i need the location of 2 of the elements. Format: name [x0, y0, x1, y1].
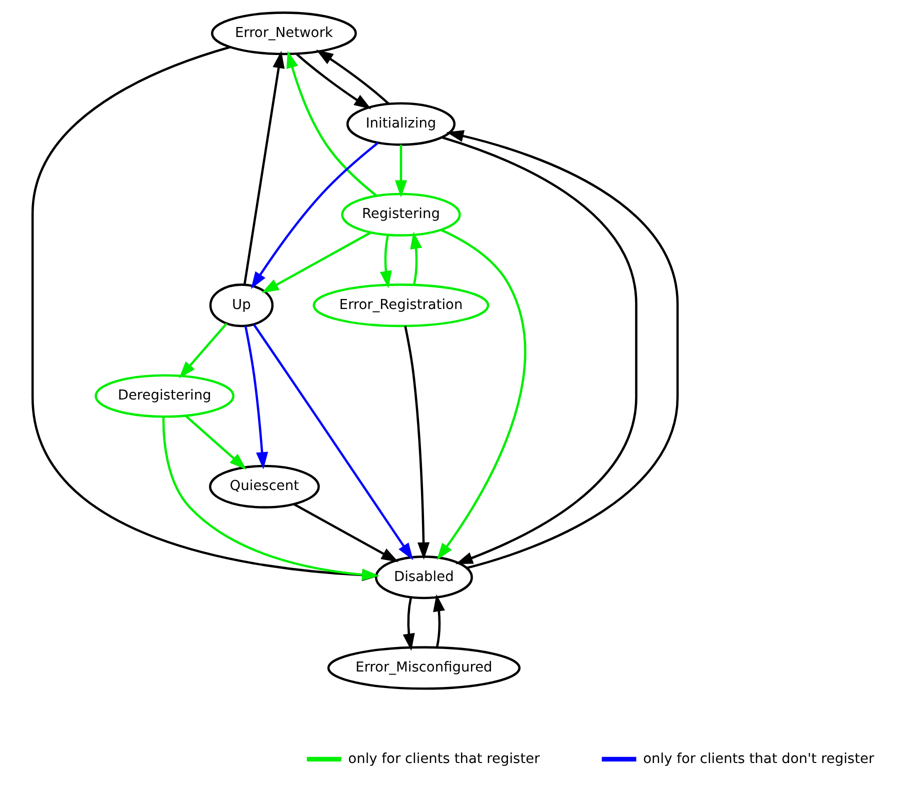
legend-label: only for clients that don't register [642, 750, 874, 767]
legend-label: only for clients that register [348, 750, 540, 767]
